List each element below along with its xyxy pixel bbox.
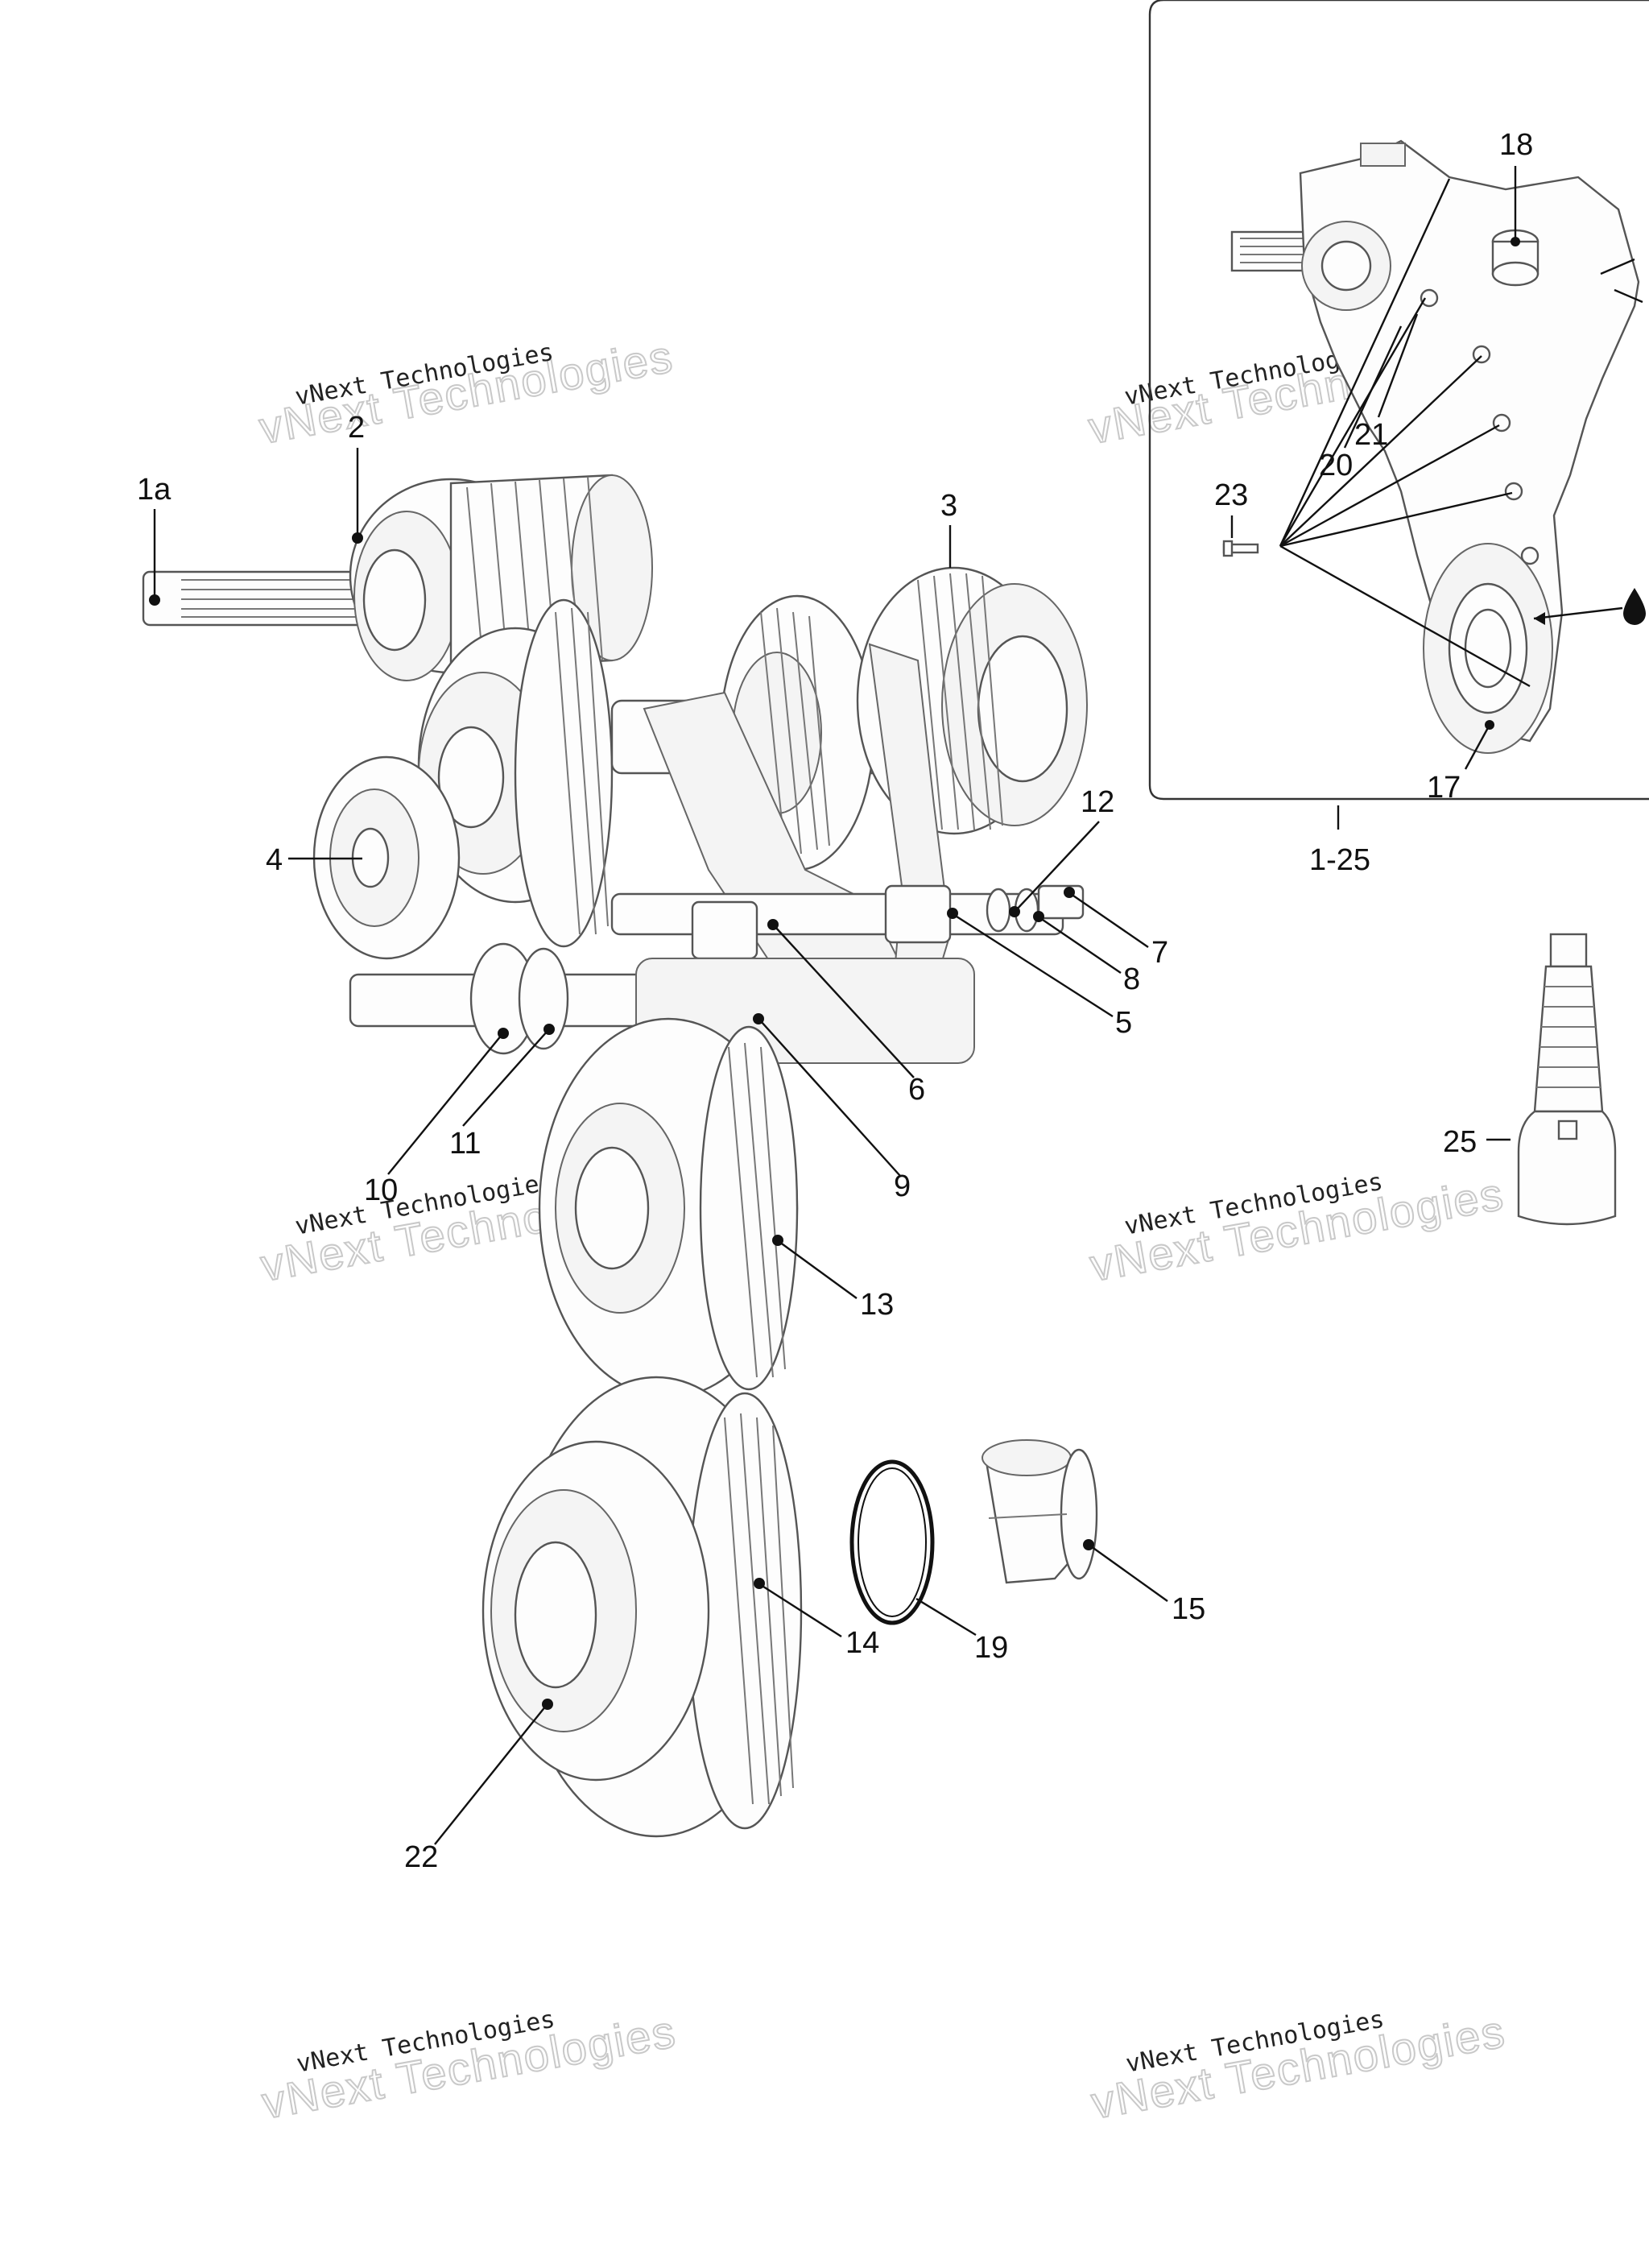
svg-text:6: 6 xyxy=(908,1073,925,1107)
svg-text:4: 4 xyxy=(266,843,283,877)
svg-text:17: 17 xyxy=(1427,771,1461,805)
callout-19: 19 xyxy=(915,1597,1008,1665)
svg-text:10: 10 xyxy=(364,1173,398,1207)
svg-text:12: 12 xyxy=(1081,785,1114,819)
inset-frame xyxy=(1148,0,1649,801)
housing-top-bracket xyxy=(1360,143,1406,167)
svg-text:15: 15 xyxy=(1172,1592,1205,1626)
callout-14: 14 xyxy=(754,1578,879,1660)
svg-text:1a: 1a xyxy=(137,473,172,507)
callout-22: 22 xyxy=(404,1699,553,1874)
callout-18: 18 xyxy=(1499,128,1533,246)
transmission-housing-assembly xyxy=(1222,139,1646,754)
bushing-15 xyxy=(982,1439,1098,1584)
svg-text:8: 8 xyxy=(1123,962,1140,996)
callout-2: 2 xyxy=(348,411,365,544)
shift-rail xyxy=(610,884,1085,960)
svg-text:11: 11 xyxy=(449,1127,481,1161)
svg-text:21: 21 xyxy=(1354,418,1388,452)
callout-21: 21 xyxy=(1354,313,1419,452)
svg-text:20: 20 xyxy=(1319,449,1353,482)
callout-1-25: 1-25 xyxy=(1309,843,1370,877)
svg-text:23: 23 xyxy=(1214,478,1248,512)
svg-text:9: 9 xyxy=(894,1169,911,1203)
callout-10: 10 xyxy=(364,1028,509,1207)
watermark-mid-right: vNext Technologies vNext Technologies xyxy=(1085,1167,1509,1291)
svg-text:5: 5 xyxy=(1115,1006,1132,1040)
svg-text:2: 2 xyxy=(348,411,365,445)
callout-25: 25 xyxy=(1443,1125,1511,1159)
callout-15: 15 xyxy=(1083,1539,1205,1626)
sealant-bottle xyxy=(1517,933,1617,1226)
svg-text:13: 13 xyxy=(860,1288,894,1322)
gear-3 xyxy=(856,566,1088,835)
callout-8: 8 xyxy=(1033,911,1140,996)
callout-3: 3 xyxy=(940,489,957,568)
callout-1a: 1a xyxy=(137,473,172,606)
svg-text:22: 22 xyxy=(404,1840,438,1874)
callout-12: 12 xyxy=(1009,785,1114,917)
gear-13 xyxy=(538,1017,799,1399)
callout-9: 9 xyxy=(753,1013,911,1203)
svg-text:3: 3 xyxy=(940,489,957,523)
callout-17: 17 xyxy=(1427,720,1494,805)
callout-11: 11 xyxy=(449,1024,555,1161)
svg-text:7: 7 xyxy=(1151,936,1168,970)
svg-text:18: 18 xyxy=(1499,128,1533,162)
svg-text:14: 14 xyxy=(845,1626,879,1660)
watermark-bottom-left: vNext Technologies vNext Technologies xyxy=(258,2005,681,2129)
callout-20: 20 xyxy=(1319,325,1403,482)
callout-7: 7 xyxy=(1064,887,1168,970)
o-ring-19 xyxy=(849,1459,935,1625)
svg-text:19: 19 xyxy=(974,1631,1008,1665)
watermark-bottom-right: vNext Technologies vNext Technologies xyxy=(1087,2005,1511,2129)
callout-4: 4 xyxy=(266,843,362,877)
callout-23: 23 xyxy=(1214,478,1248,538)
countershaft-gear xyxy=(417,598,614,948)
callout-6: 6 xyxy=(767,919,925,1107)
hub-22 xyxy=(481,1440,710,1782)
watermark-top-left: vNext Technologies vNext Technologies xyxy=(254,329,678,453)
callout-5: 5 xyxy=(947,908,1132,1040)
svg-text:25: 25 xyxy=(1443,1125,1477,1159)
callout-13: 13 xyxy=(772,1235,894,1322)
bearing-4 xyxy=(312,755,461,960)
oil-drop-icon xyxy=(1623,588,1646,625)
